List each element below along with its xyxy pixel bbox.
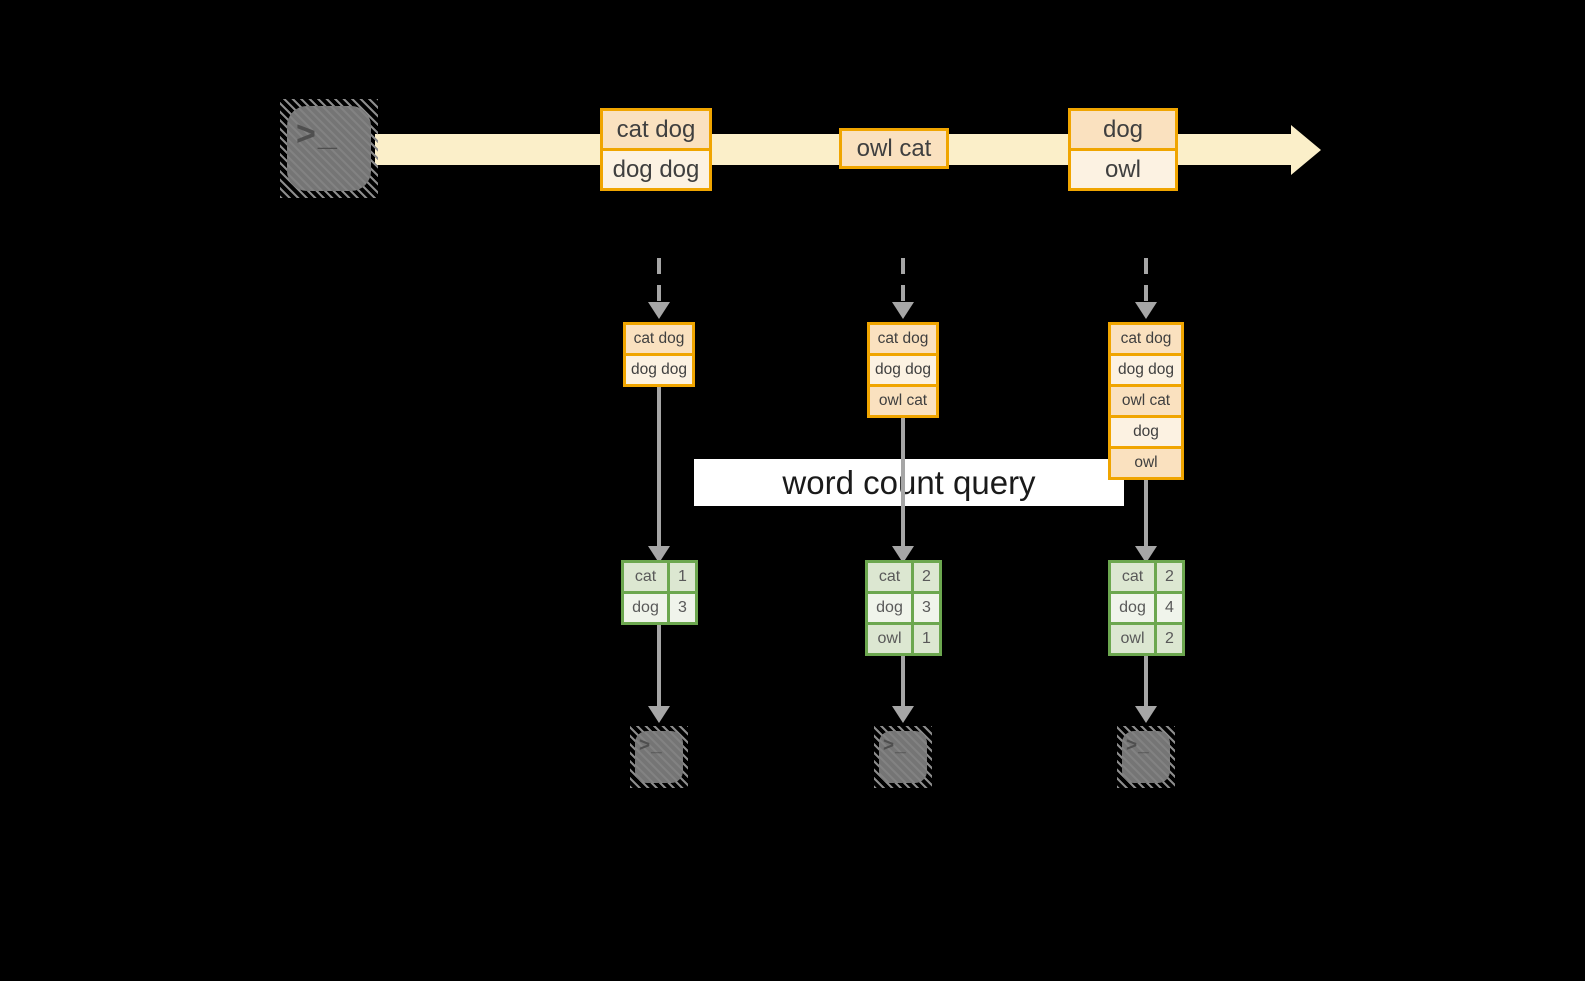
terminal-body	[879, 731, 927, 783]
query-arrow-head-3	[1135, 546, 1157, 563]
buffer-line: cat dog	[1111, 325, 1181, 353]
buffer-line: owl	[1111, 446, 1181, 477]
stream-event-line: owl	[1071, 148, 1175, 188]
terminal-body	[287, 106, 371, 191]
terminal-body	[635, 731, 683, 783]
terminal-prompt-glyph: >_	[296, 115, 339, 153]
dashed-arrow-head-3	[1135, 302, 1157, 319]
query-arrow-head-1	[648, 546, 670, 563]
buffer-box-1: cat dog dog dog	[623, 322, 695, 387]
count-table-2: cat 2 dog 3 owl 1	[865, 560, 942, 656]
buffer-line: dog dog	[626, 353, 692, 384]
query-banner: word count query	[694, 459, 1124, 506]
query-arrow-line-2	[901, 418, 905, 547]
source-terminal-icon: >_	[280, 99, 378, 198]
terminal-prompt-glyph: >_	[1126, 735, 1150, 756]
count-value: 1	[914, 625, 939, 653]
count-word: cat	[624, 563, 667, 591]
stream-event-box-1: cat dog dog dog	[600, 108, 712, 191]
buffer-line: cat dog	[626, 325, 692, 353]
count-value: 2	[1157, 625, 1182, 653]
count-word: dog	[868, 594, 911, 622]
count-value: 1	[670, 563, 695, 591]
buffer-line: owl cat	[870, 384, 936, 415]
output-arrow-head-1	[648, 706, 670, 723]
dashed-arrow-line-1	[657, 258, 661, 303]
query-arrow-line-3	[1144, 480, 1148, 547]
query-arrow-head-2	[892, 546, 914, 563]
dashed-arrow-line-2	[901, 258, 905, 303]
count-value: 2	[914, 563, 939, 591]
stream-event-line: owl cat	[842, 131, 946, 166]
count-word: dog	[1111, 594, 1154, 622]
stream-event-line: cat dog	[603, 111, 709, 148]
stream-event-line: dog	[1071, 111, 1175, 148]
buffer-box-2: cat dog dog dog owl cat	[867, 322, 939, 418]
buffer-box-3: cat dog dog dog owl cat dog owl	[1108, 322, 1184, 480]
count-word: cat	[1111, 563, 1154, 591]
count-word: cat	[868, 563, 911, 591]
buffer-line: dog	[1111, 415, 1181, 446]
output-arrow-line-2	[901, 656, 905, 707]
terminal-body	[1122, 731, 1170, 783]
count-table-3: cat 2 dog 4 owl 2	[1108, 560, 1185, 656]
query-arrow-line-1	[657, 387, 661, 547]
buffer-line: cat dog	[870, 325, 936, 353]
output-arrow-head-2	[892, 706, 914, 723]
stream-event-line: dog dog	[603, 148, 709, 188]
output-terminal-icon-1: >_	[630, 726, 688, 788]
count-word: owl	[1111, 625, 1154, 653]
count-value: 2	[1157, 563, 1182, 591]
output-terminal-icon-2: >_	[874, 726, 932, 788]
count-value: 4	[1157, 594, 1182, 622]
dashed-arrow-head-1	[648, 302, 670, 319]
stream-event-box-3: dog owl	[1068, 108, 1178, 191]
buffer-line: dog dog	[1111, 353, 1181, 384]
terminal-prompt-glyph: >_	[639, 735, 663, 756]
terminal-prompt-glyph: >_	[883, 735, 907, 756]
count-word: dog	[624, 594, 667, 622]
count-value: 3	[914, 594, 939, 622]
stream-arrow-head-icon	[1291, 125, 1321, 175]
output-arrow-line-3	[1144, 656, 1148, 707]
dashed-arrow-head-2	[892, 302, 914, 319]
buffer-line: dog dog	[870, 353, 936, 384]
dashed-arrow-line-3	[1144, 258, 1148, 303]
query-banner-label: word count query	[782, 463, 1036, 501]
output-arrow-line-1	[657, 625, 661, 707]
buffer-line: owl cat	[1111, 384, 1181, 415]
count-word: owl	[868, 625, 911, 653]
count-table-1: cat 1 dog 3	[621, 560, 698, 625]
output-terminal-icon-3: >_	[1117, 726, 1175, 788]
output-arrow-head-3	[1135, 706, 1157, 723]
count-value: 3	[670, 594, 695, 622]
stream-event-box-2: owl cat	[839, 128, 949, 169]
